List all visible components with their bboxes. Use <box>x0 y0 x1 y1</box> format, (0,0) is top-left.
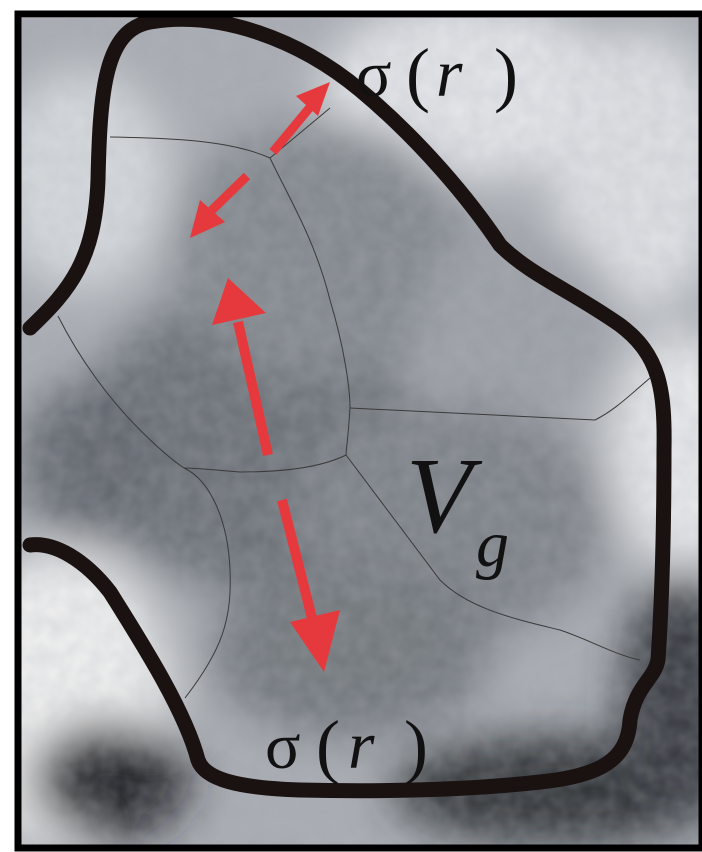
bottom-paren-close: ) <box>404 706 428 786</box>
grain-outline <box>22 11 672 799</box>
lower-arrow <box>212 278 340 672</box>
top-r: r <box>436 35 463 111</box>
grain-outline-main <box>22 11 672 799</box>
bottom-sigma-label: σ ( r ) <box>265 706 428 786</box>
top-sigma: σ <box>356 38 392 111</box>
upper-arrow <box>190 82 330 238</box>
bottom-r: r <box>348 707 375 783</box>
top-paren-close: ) <box>494 34 518 114</box>
frame-border <box>14 10 702 852</box>
volume-label: V g <box>406 437 509 581</box>
bottom-sigma: σ <box>265 710 301 783</box>
bottom-paren-open: ( <box>316 706 340 786</box>
volume-subscript: g <box>476 508 509 581</box>
top-sigma-label: σ ( r ) <box>356 34 518 114</box>
top-paren-open: ( <box>406 34 430 114</box>
volume-V: V <box>406 437 483 556</box>
